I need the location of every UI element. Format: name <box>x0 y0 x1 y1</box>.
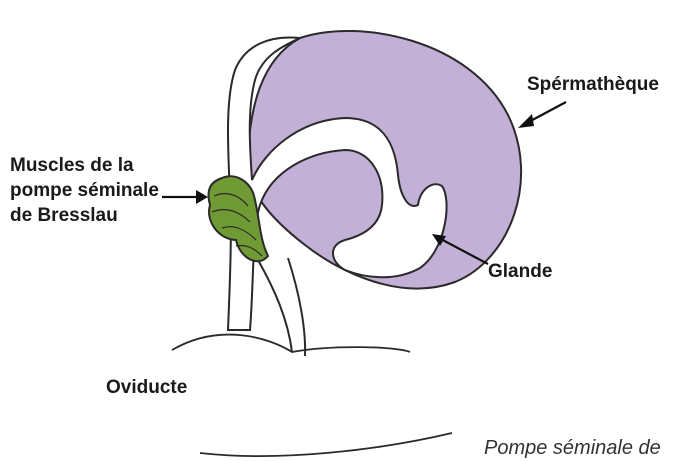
label-spermatheque: Spérmathèque <box>527 74 659 96</box>
label-muscles-line1: Muscles de la <box>10 153 159 178</box>
label-oviducte: Oviducte <box>106 377 187 399</box>
arrow-muscles <box>162 190 208 204</box>
body-outline-bottom <box>200 433 452 456</box>
label-muscles-line3: de Bresslau <box>10 203 159 228</box>
arrow-spermatheque <box>518 102 566 128</box>
label-muscles-line2: pompe séminale <box>10 178 159 203</box>
figure-caption: Pompe séminale de <box>484 437 661 460</box>
label-glande: Glande <box>488 261 552 283</box>
label-muscles: Muscles de la pompe séminale de Bresslau <box>10 153 159 228</box>
oviduct-tube <box>258 258 305 356</box>
